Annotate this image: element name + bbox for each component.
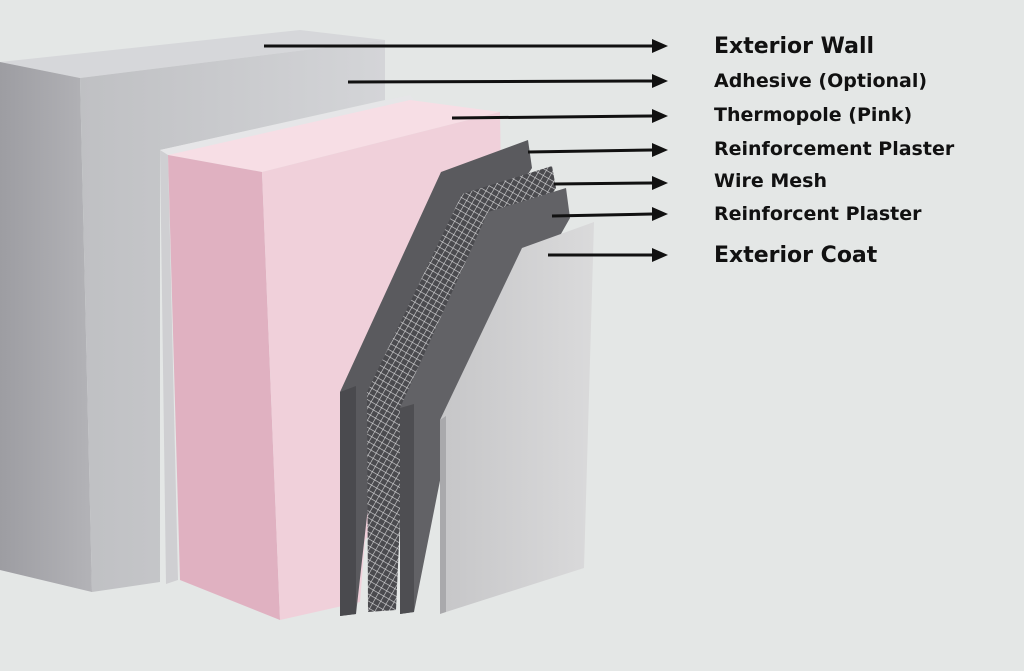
reinforcent-plaster-layer	[400, 188, 570, 614]
thermopole-top	[168, 100, 500, 172]
arrow-exterior-coat	[548, 248, 668, 262]
label-adhesive: Adhesive (Optional)	[714, 70, 928, 92]
exterior-coat-panel	[440, 222, 594, 612]
exterior-coat-edge	[440, 416, 446, 614]
arrow-adhesive	[347, 74, 668, 88]
thermopole-front	[168, 155, 280, 620]
exterior-wall-side	[80, 40, 385, 592]
arrow-exterior-wall	[264, 39, 668, 53]
exterior-wall-top	[0, 30, 385, 78]
arrow-thermopole	[451, 109, 668, 123]
exterior-coat-layer	[440, 222, 594, 614]
adhesive-top	[160, 95, 414, 155]
label-wire-mesh: Wire Mesh	[714, 170, 827, 192]
adhesive-layer	[160, 95, 414, 584]
arrow-wire-mesh	[553, 176, 668, 190]
exterior-wall-front	[0, 62, 92, 592]
label-exterior-coat: Exterior Coat	[714, 243, 878, 268]
label-exterior-wall: Exterior Wall	[714, 34, 875, 59]
label-reinforcement-plaster: Reinforcement Plaster	[714, 138, 955, 160]
label-arrows	[264, 39, 668, 262]
label-thermopole: Thermopole (Pink)	[714, 104, 913, 126]
label-reinforcent-plaster: Reinforcent Plaster	[714, 203, 922, 225]
arrow-reinforcement-plaster	[527, 143, 668, 157]
reinforcement-plaster-edge	[340, 386, 356, 616]
arrow-reinforcent-plaster	[551, 207, 668, 221]
adhesive-front	[160, 150, 178, 584]
reinforcent-plaster-edge	[400, 404, 414, 614]
reinforcent-plaster-panel	[400, 188, 570, 614]
exterior-wall-layer	[0, 30, 385, 592]
